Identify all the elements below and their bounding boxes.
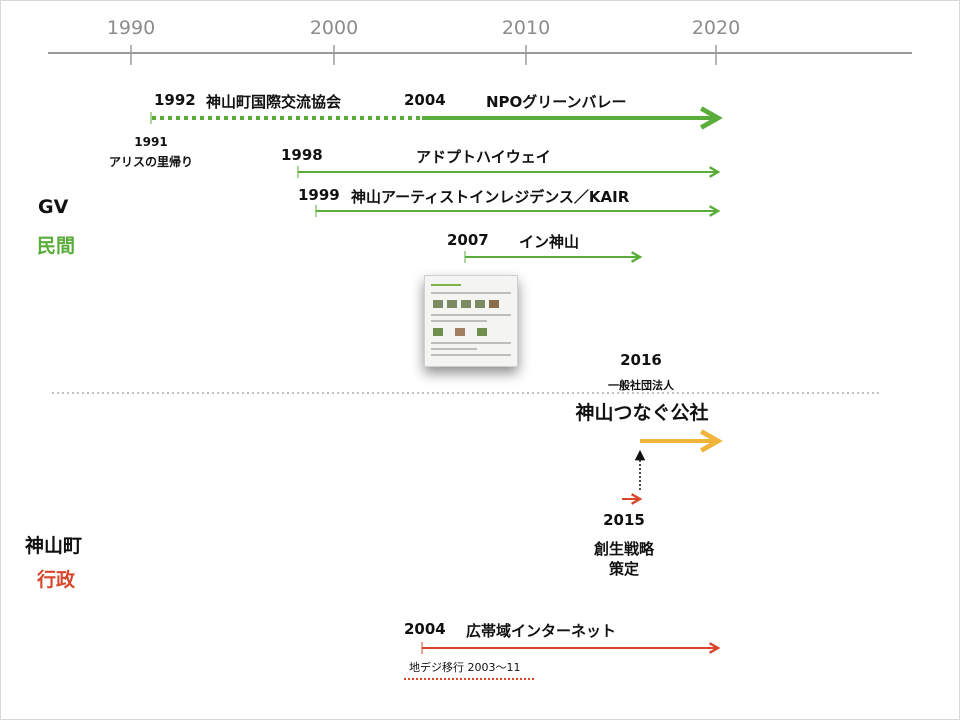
tick-label-2000: 2000	[309, 17, 359, 39]
npo-year: 2004	[404, 91, 446, 109]
tsunagu-sub: 一般社団法人	[608, 379, 674, 392]
broadband-label: 広帯域インターネット	[466, 622, 617, 640]
town-group-label: 神山町	[25, 535, 83, 557]
digital-tv-note: 地デジ移行 2003〜11	[409, 661, 521, 674]
broadband-year: 2004	[404, 620, 446, 638]
strategy-year: 2015	[603, 511, 645, 529]
inkamiyama-year: 2007	[447, 231, 489, 249]
private-sector-label: 民間	[37, 235, 76, 257]
adopt-year: 1998	[281, 146, 323, 164]
alice-year: 1991	[134, 135, 168, 149]
kokusai-year: 1992	[154, 91, 196, 109]
tick-label-2020: 2020	[691, 17, 741, 39]
inkamiyama-label: イン神山	[519, 233, 580, 251]
tick-label-1990: 1990	[106, 17, 156, 39]
tsunagu-label: 神山つなぐ公社	[575, 402, 709, 424]
kokusai-label: 神山町国際交流協会	[206, 93, 342, 111]
alice-label: アリスの里帰り	[108, 155, 194, 169]
strategy-label-1: 創生戦略	[593, 540, 655, 558]
npo-label: NPOグリーンバレー	[486, 93, 627, 111]
gv-group-label: GV	[38, 196, 69, 218]
government-label: 行政	[37, 569, 76, 591]
tick-label-2010: 2010	[501, 17, 551, 39]
kair-label: 神山アーティストインレジデンス／KAIR	[351, 188, 630, 206]
website-screenshot-thumbnail	[424, 275, 518, 367]
tsunagu-year: 2016	[620, 351, 662, 369]
strategy-label-2: 策定	[608, 560, 640, 578]
kair-year: 1999	[298, 186, 340, 204]
adopt-label: アドプトハイウェイ	[416, 148, 551, 166]
